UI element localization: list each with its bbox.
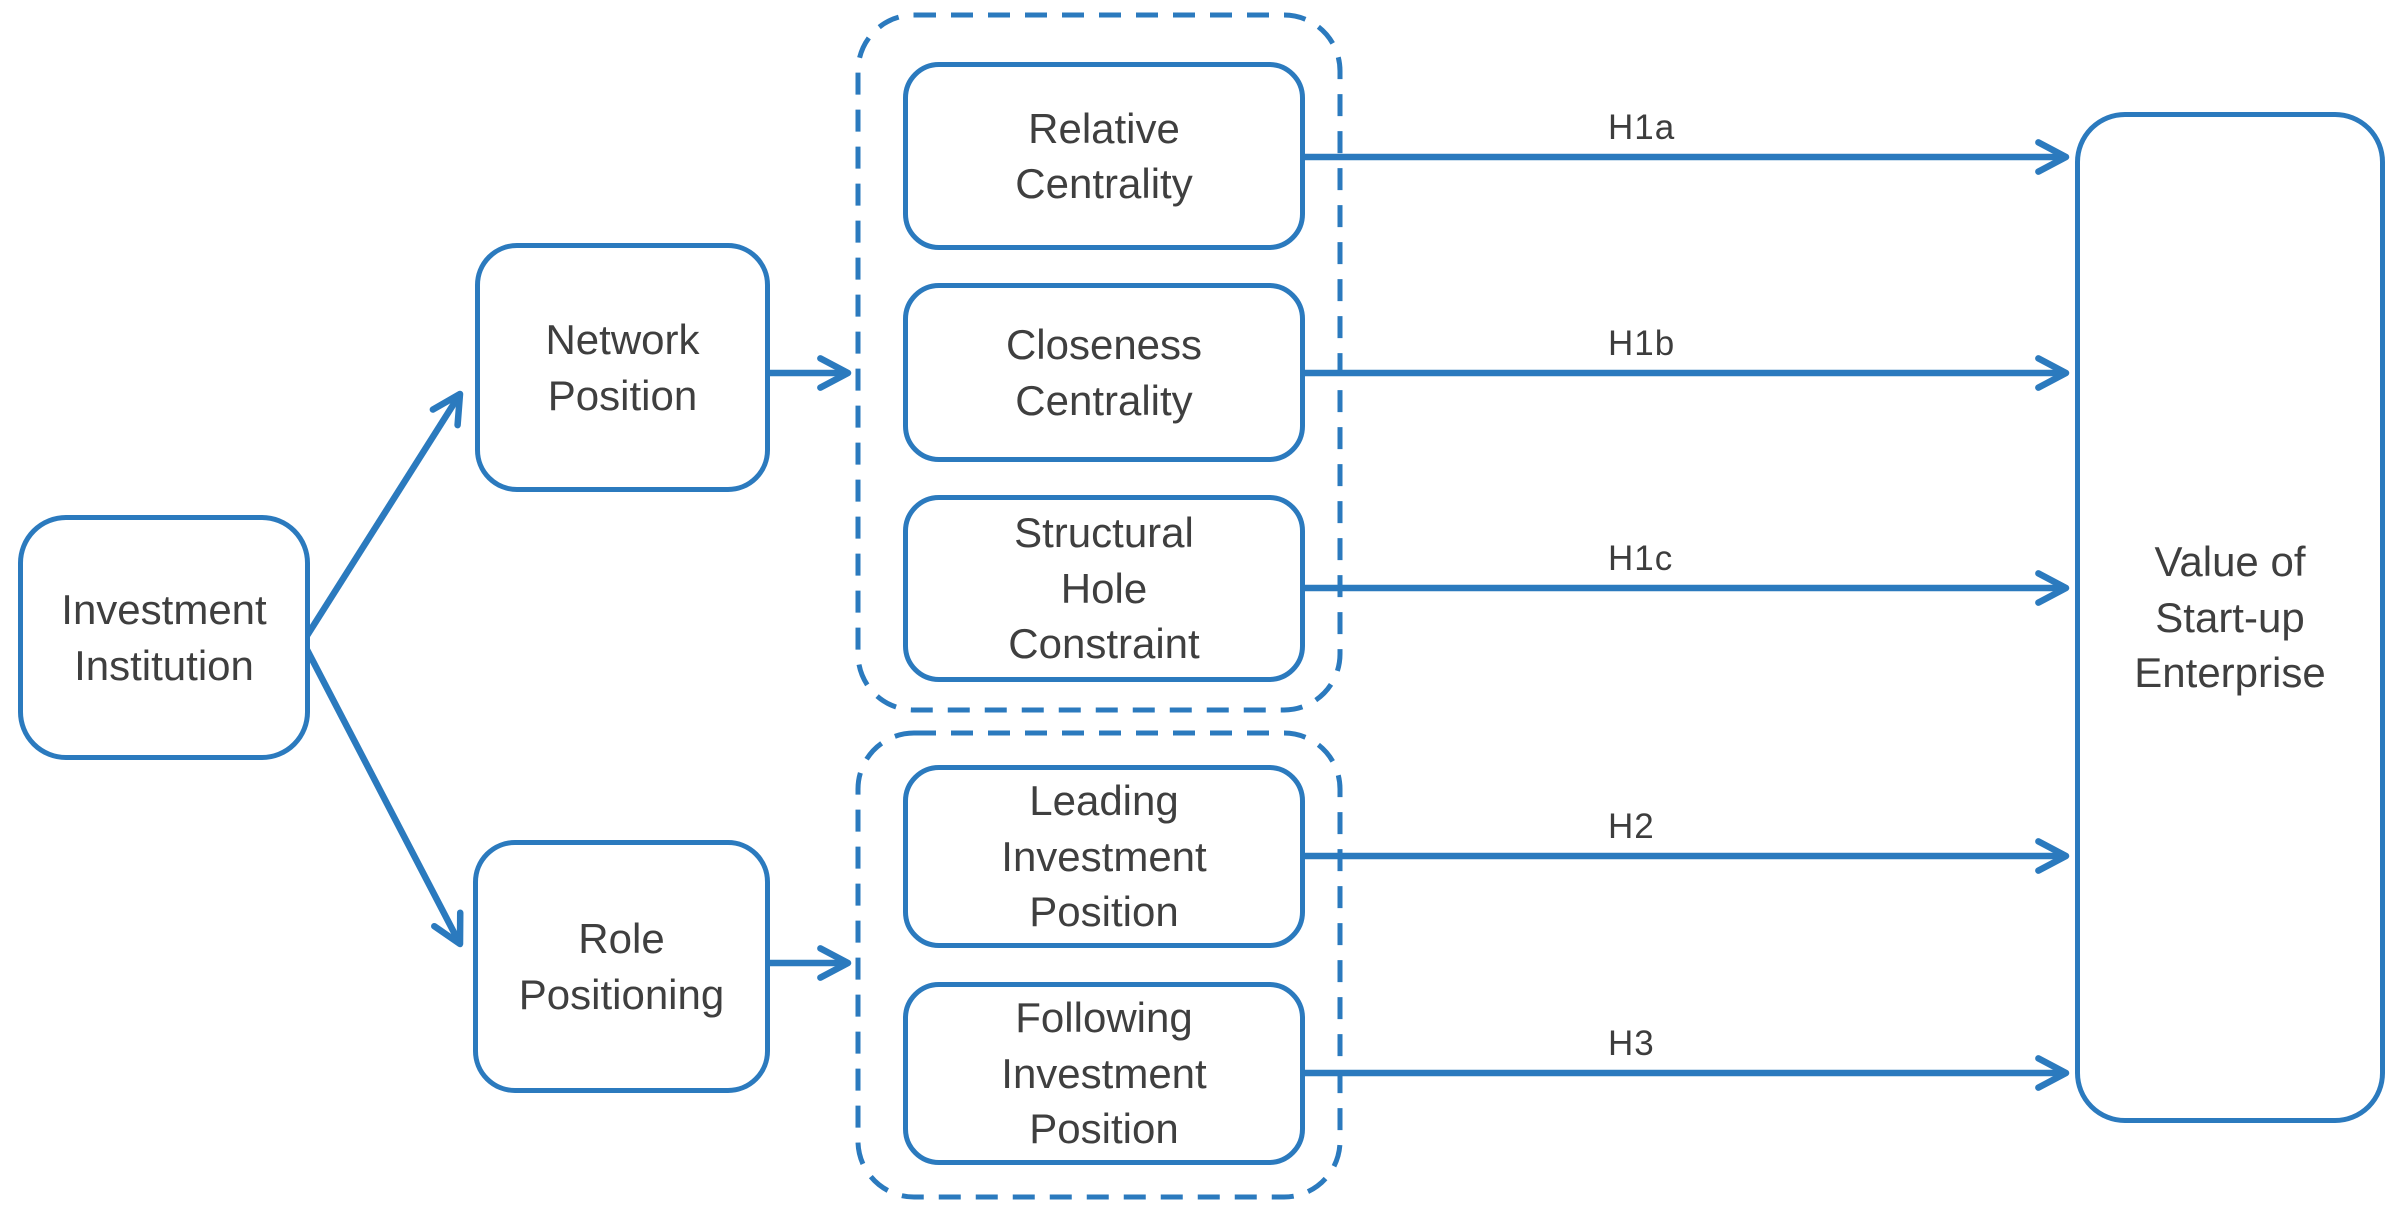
node-structural-hole-constraint: Structural Hole Constraint bbox=[903, 495, 1305, 682]
centrality-group-outline bbox=[855, 12, 1343, 713]
hypothesis-label-h1b: H1b bbox=[1608, 324, 1676, 363]
hypothesis-label-h3: H3 bbox=[1608, 1024, 1655, 1063]
node-investment-institution: Investment Institution bbox=[18, 515, 310, 760]
node-network-position: Network Position bbox=[475, 243, 770, 492]
arrow-institution-to-role-positioning bbox=[300, 640, 464, 948]
node-closeness-centrality: Closeness Centrality bbox=[903, 283, 1305, 462]
arrow-institution-to-network-position bbox=[300, 390, 464, 644]
node-value-of-startup-enterprise: Value of Start-up Enterprise bbox=[2075, 112, 2385, 1123]
node-relative-centrality: Relative Centrality bbox=[903, 62, 1305, 250]
node-leading-investment-position: Leading Investment Position bbox=[903, 765, 1305, 948]
node-role-positioning: Role Positioning bbox=[473, 840, 770, 1093]
hypothesis-label-h1a: H1a bbox=[1608, 108, 1676, 147]
hypothesis-label-h2: H2 bbox=[1608, 807, 1655, 846]
hypothesis-label-h1c: H1c bbox=[1608, 539, 1674, 578]
node-following-investment-position: Following Investment Position bbox=[903, 982, 1305, 1165]
role-group-outline bbox=[855, 730, 1343, 1200]
